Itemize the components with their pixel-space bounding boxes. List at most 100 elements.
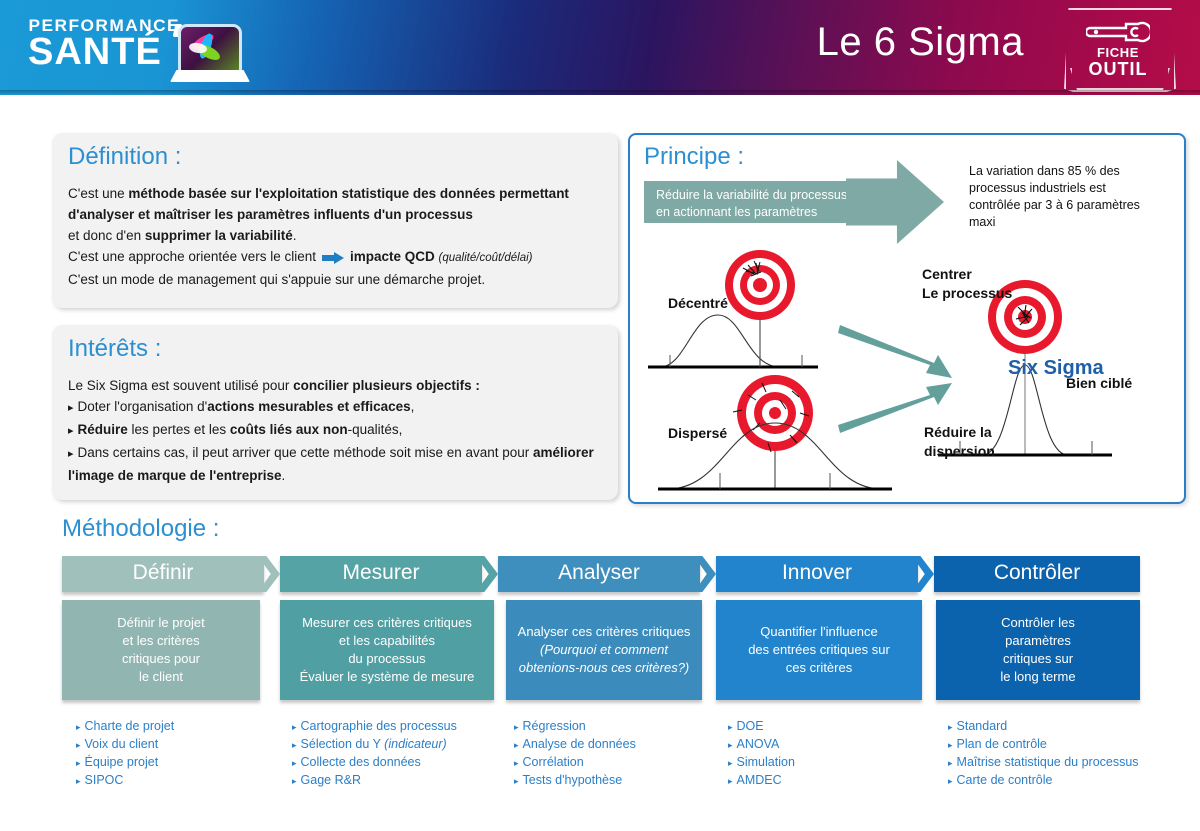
step-bullets-analyser: ▸Régression ▸Analyse de données ▸Corréla… bbox=[514, 718, 636, 790]
step-header-analyser[interactable]: Analyser bbox=[498, 556, 700, 592]
wrench-icon bbox=[1086, 21, 1150, 43]
page-title: Le 6 Sigma bbox=[816, 20, 1024, 64]
definition-card: Définition : C'est une méthode basée sur… bbox=[52, 133, 618, 308]
interets-item2-bold: améliorer l'image de marque de l'entrepr… bbox=[68, 445, 594, 483]
banner-text: Réduire la variabilité du processus en a… bbox=[656, 187, 847, 221]
laptop-base-icon bbox=[170, 70, 250, 82]
principe-title: Principe : bbox=[644, 143, 745, 170]
reduire-line2: dispersion bbox=[924, 443, 995, 459]
bullet-icon: ▸ bbox=[68, 402, 74, 414]
list-item: ▸Régression bbox=[514, 719, 586, 733]
definition-line2-bold: supprimer la variabilité bbox=[144, 228, 293, 243]
list-item: ▸Collecte des données bbox=[292, 755, 421, 769]
definition-line3-pre: C'est une approche orientée vers le clie… bbox=[68, 249, 316, 264]
definition-line1-pre: C'est une bbox=[68, 186, 129, 201]
right-arrow-icon bbox=[321, 251, 344, 264]
reduce-variability-banner: Réduire la variabilité du processus en a… bbox=[644, 181, 872, 223]
triangle-bullet-icon: ▸ bbox=[514, 776, 519, 786]
list-item: ▸Voix du client bbox=[76, 737, 159, 751]
step-description-text-2: Analyser ces critères critiques (Pourquo… bbox=[517, 624, 691, 675]
centrer-line1: Centrer bbox=[922, 266, 972, 282]
step-label-innover: Innover bbox=[781, 561, 853, 584]
triangle-bullet-icon: ▸ bbox=[728, 740, 733, 750]
list-item: ▸Maîtrise statistique du processus bbox=[948, 755, 1139, 769]
step-bullets-definir: ▸Charte de projet ▸Voix du client ▸Équip… bbox=[76, 718, 174, 790]
definition-line3-bold: impacte QCD bbox=[349, 249, 435, 264]
brand-logo: PERFORMANCE SANTÉ bbox=[28, 16, 250, 84]
list-item: ▸Corrélation bbox=[514, 755, 584, 769]
brand-name-line2: SANTÉ bbox=[28, 31, 162, 73]
bullet-icon: ▸ bbox=[68, 425, 74, 437]
banner-line2: en actionnant les paramètres bbox=[656, 205, 818, 219]
list-item: ▸Simulation bbox=[728, 755, 795, 769]
target-bien-cible-icon bbox=[988, 280, 1062, 455]
list-item: ▸Analyse de données bbox=[514, 737, 636, 751]
methodologie-title: Méthodologie : bbox=[62, 515, 220, 542]
badge-line1: FICHE bbox=[1097, 45, 1139, 60]
triangle-bullet-icon: ▸ bbox=[728, 758, 733, 768]
centrer-line2: Le processus bbox=[922, 285, 1013, 301]
step-label-mesurer: Mesurer bbox=[342, 561, 420, 584]
list-item: ▸AMDEC bbox=[728, 773, 782, 787]
interets-title: Intérêts : bbox=[68, 335, 162, 362]
fiche-outil-badge: FICHE OUTIL bbox=[1058, 6, 1178, 92]
step-header-mesurer[interactable]: Mesurer bbox=[280, 556, 482, 592]
brand-name-line1: PERFORMANCE bbox=[28, 16, 181, 35]
list-item: ▸Carte de contrôle bbox=[948, 773, 1053, 787]
interets-item0-post: , bbox=[410, 399, 415, 414]
curve-disperse bbox=[658, 422, 892, 491]
definition-title: Définition : bbox=[68, 143, 182, 170]
arrow-reduire-dispersion-icon bbox=[838, 383, 952, 433]
badge-text: FICHE OUTIL bbox=[1058, 46, 1178, 79]
step-header-controler[interactable]: Contrôler bbox=[934, 556, 1140, 592]
interets-card: Intérêts : Le Six Sigma est souvent util… bbox=[52, 325, 618, 500]
triangle-bullet-icon: ▸ bbox=[514, 722, 519, 732]
label-reduire-dispersion: Réduire la dispersion bbox=[924, 423, 995, 461]
laptop-pinwheel-logo-icon bbox=[178, 24, 242, 78]
triangle-bullet-icon: ▸ bbox=[948, 758, 953, 768]
list-item: ▸Tests d'hypothèse bbox=[514, 773, 623, 787]
step-label-controler: Contrôler bbox=[993, 561, 1081, 584]
step-header-innover[interactable]: Innover bbox=[716, 556, 918, 592]
badge-line2: OUTIL bbox=[1088, 59, 1148, 79]
interets-item0-bold: actions mesurables et efficaces bbox=[207, 399, 411, 414]
list-item: ▸Plan de contrôle bbox=[948, 737, 1047, 751]
interets-item0-pre: Doter l'organisation d' bbox=[77, 399, 208, 414]
step-header-definir[interactable]: Définir bbox=[62, 556, 264, 592]
reduire-line1: Réduire la bbox=[924, 424, 992, 440]
triangle-bullet-icon: ▸ bbox=[292, 776, 297, 786]
triangle-bullet-icon: ▸ bbox=[728, 722, 733, 732]
triangle-bullet-icon: ▸ bbox=[948, 722, 953, 732]
list-item: ▸SIPOC bbox=[76, 773, 124, 787]
six-sigma-target-diagram bbox=[648, 250, 1112, 491]
triangle-bullet-icon: ▸ bbox=[948, 776, 953, 786]
label-disperse: Dispersé bbox=[668, 425, 728, 441]
triangle-bullet-icon: ▸ bbox=[728, 776, 733, 786]
arrow-centrer-icon bbox=[838, 325, 952, 378]
target-decentre-icon bbox=[725, 250, 795, 367]
interets-body: Le Six Sigma est souvent utilisé pour co… bbox=[68, 375, 608, 486]
list-item: ▸Charte de projet bbox=[76, 719, 175, 733]
triangle-bullet-icon: ▸ bbox=[292, 722, 297, 732]
definition-line4: C'est un mode de management qui s'appuie… bbox=[68, 272, 486, 287]
list-item: ▸DOE bbox=[728, 719, 764, 733]
step-description-analyser: Analyser ces critères critiques (Pourquo… bbox=[506, 600, 702, 700]
banner-line1: Réduire la variabilité du processus bbox=[656, 188, 848, 202]
label-decentre: Décentré bbox=[668, 295, 728, 311]
step-bullets-controler: ▸Standard ▸Plan de contrôle ▸Maîtrise st… bbox=[948, 718, 1139, 790]
curve-decentre bbox=[648, 314, 818, 369]
list-item: ▸Sélection du Y (indicateur) bbox=[292, 737, 447, 751]
triangle-bullet-icon: ▸ bbox=[76, 722, 81, 732]
list-item: ▸Cartographie des processus bbox=[292, 719, 457, 733]
interets-item2-pre: Dans certains cas, il peut arriver que c… bbox=[77, 445, 534, 460]
list-item: ▸Équipe projet bbox=[76, 755, 159, 769]
triangle-bullet-icon: ▸ bbox=[76, 758, 81, 768]
interets-intro-bold: concilier plusieurs objectifs : bbox=[293, 378, 480, 393]
list-item: ▸Standard bbox=[948, 719, 1008, 733]
definition-line2-pre: et donc d'en bbox=[68, 228, 145, 243]
